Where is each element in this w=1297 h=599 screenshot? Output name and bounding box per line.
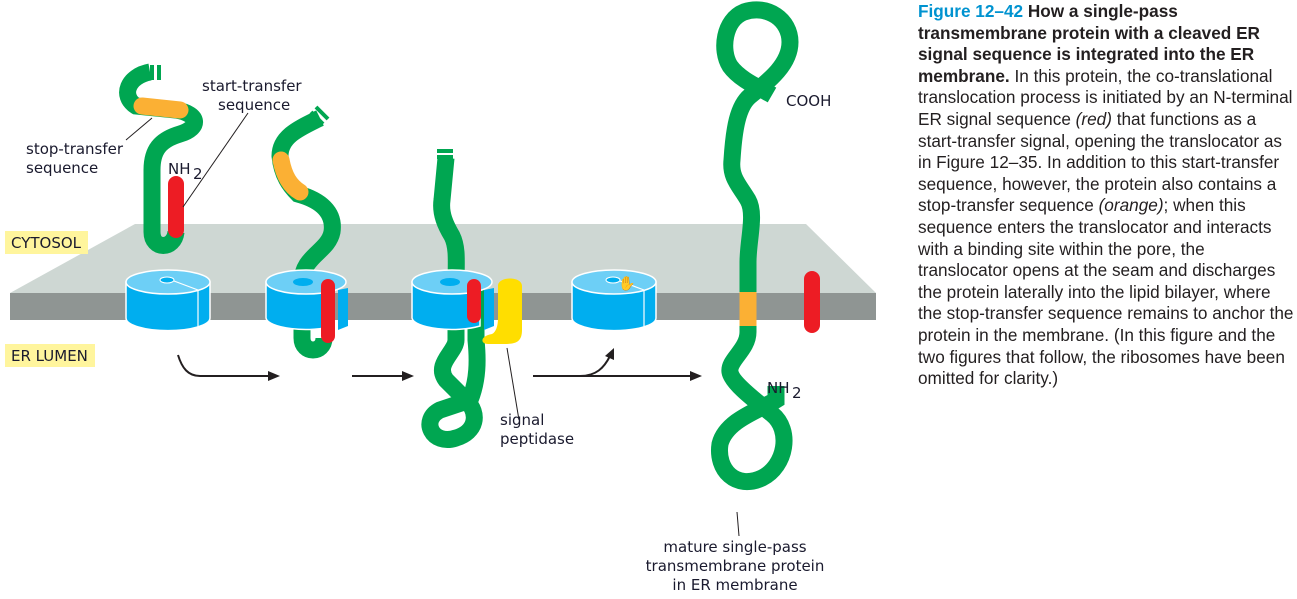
signal-peptidase xyxy=(482,278,522,344)
nh2-label: NH 2 xyxy=(767,379,802,402)
stop-transfer-segment xyxy=(133,97,189,119)
cooh-label: COOH xyxy=(786,92,831,110)
cytosol-label: CYTOSOL xyxy=(5,231,89,254)
svg-text:2: 2 xyxy=(792,384,802,402)
polypeptide-chain xyxy=(421,157,486,448)
start-transfer-leader xyxy=(182,112,249,208)
figure-title: How a single-pass transmembrane protein … xyxy=(918,1,1260,86)
mature-protein-label: mature single-pass xyxy=(663,538,806,556)
translocator-open xyxy=(265,269,348,331)
chain-break-icon xyxy=(437,149,453,159)
arrowhead-icon xyxy=(268,371,280,381)
stage-1 xyxy=(119,63,280,381)
mature-protein xyxy=(711,1,799,537)
mature-protein-label: in ER membrane xyxy=(672,576,797,594)
er-lumen-label: ER LUMEN xyxy=(5,344,95,367)
stage-2 xyxy=(265,105,414,381)
caption-text: that functions as a start-transfer signa… xyxy=(918,108,1282,216)
chain-break-icon xyxy=(309,105,330,126)
translocator-closed xyxy=(125,269,211,332)
signal-peptidase-label: signal xyxy=(500,411,544,429)
signal-peptidase-leader xyxy=(506,347,520,421)
start-transfer-label: start-transfer xyxy=(202,77,302,95)
translocator-release-arrow xyxy=(579,355,611,377)
arrow-1 xyxy=(177,354,268,377)
polypeptide-chain xyxy=(711,1,799,491)
membrane-top-surface xyxy=(10,224,876,293)
arrowhead-icon xyxy=(690,371,702,381)
caption-text: (red) xyxy=(1075,108,1112,129)
svg-text:2: 2 xyxy=(193,165,203,183)
caption-text: In this protein, the co-translational tr… xyxy=(918,65,1293,129)
mature-protein-label: transmembrane protein xyxy=(646,557,825,575)
caption-text: (orange) xyxy=(1098,195,1164,216)
nh2-label: NH 2 xyxy=(168,160,203,183)
translocation-diagram: ✋ start-transfer sequence stop-transfer … xyxy=(10,1,876,594)
figure-number: Figure 12–42 xyxy=(918,1,1024,21)
chain-break-icon xyxy=(150,65,161,80)
start-transfer-label: sequence xyxy=(218,96,290,114)
stop-transfer-label: sequence xyxy=(26,159,98,177)
stop-transfer-label: stop-transfer xyxy=(26,140,124,158)
stage-3 xyxy=(411,149,702,448)
polypeptide-chain xyxy=(119,63,203,254)
figure-caption: Figure 12–42 How a single-pass transmemb… xyxy=(918,1,1294,390)
mature-protein-leader xyxy=(736,511,740,537)
arrowhead-icon xyxy=(605,348,614,360)
caption-text: ; when this sequence enters the transloc… xyxy=(918,195,1294,389)
stop-transfer-segment xyxy=(272,151,309,201)
translocator-closed xyxy=(571,269,657,332)
caption-body: In this protein, the co-translational tr… xyxy=(918,66,1293,388)
svg-text:NH: NH xyxy=(168,160,191,178)
signal-peptidase-label: peptidase xyxy=(500,430,574,448)
arrowhead-icon xyxy=(402,371,414,381)
stop-transfer-leader xyxy=(125,117,153,141)
svg-text:NH: NH xyxy=(767,379,790,397)
hand-cursor-icon[interactable]: ✋ xyxy=(618,275,635,292)
